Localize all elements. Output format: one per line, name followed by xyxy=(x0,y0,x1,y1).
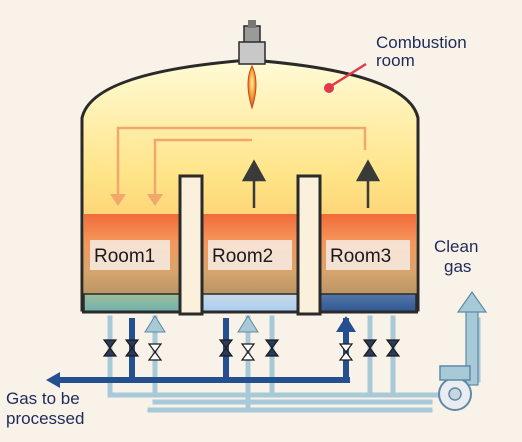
gas-to-be-processed-label: Gas to be xyxy=(6,389,80,408)
valve-icon xyxy=(264,339,280,357)
inlet-gas-piping xyxy=(58,318,350,383)
combustion-room-label-line2: room xyxy=(376,51,415,70)
room2-label-box xyxy=(208,240,292,270)
valve-icon xyxy=(218,339,234,357)
room1-base xyxy=(83,293,181,313)
room2-base xyxy=(201,293,299,313)
partition-left xyxy=(178,174,204,316)
room3-label: Room3 xyxy=(330,246,391,267)
room3-base xyxy=(319,293,417,313)
recirculation-arrowheads xyxy=(110,194,163,206)
room1-label-box xyxy=(90,240,170,270)
valve-icon xyxy=(338,343,354,361)
room3-label-box xyxy=(326,240,410,270)
room1-label: Room1 xyxy=(94,246,155,267)
combustion-room-label: Combustion xyxy=(376,33,467,52)
partition-right xyxy=(296,174,322,316)
fan-icon xyxy=(438,365,472,411)
clean-gas-label-line2: gas xyxy=(444,257,471,276)
clean-gas-label: Clean xyxy=(434,237,478,256)
combustion-room-marker xyxy=(324,62,367,93)
valve-icon xyxy=(385,339,401,357)
inlet-arrowhead xyxy=(46,372,60,388)
room2-label: Room2 xyxy=(212,246,273,267)
inlet-up-arrows xyxy=(144,315,356,333)
valve-icon xyxy=(147,343,163,361)
valve-icon xyxy=(124,339,140,357)
gas-to-be-processed-label-line2: processed xyxy=(6,409,84,428)
upflow-arrows xyxy=(241,159,381,208)
valve-icon xyxy=(240,343,256,361)
burner-icon xyxy=(238,20,266,110)
valve-icon xyxy=(102,339,118,357)
valve-icon xyxy=(362,339,378,357)
valves xyxy=(102,339,401,361)
recirculation-flow xyxy=(116,126,367,198)
